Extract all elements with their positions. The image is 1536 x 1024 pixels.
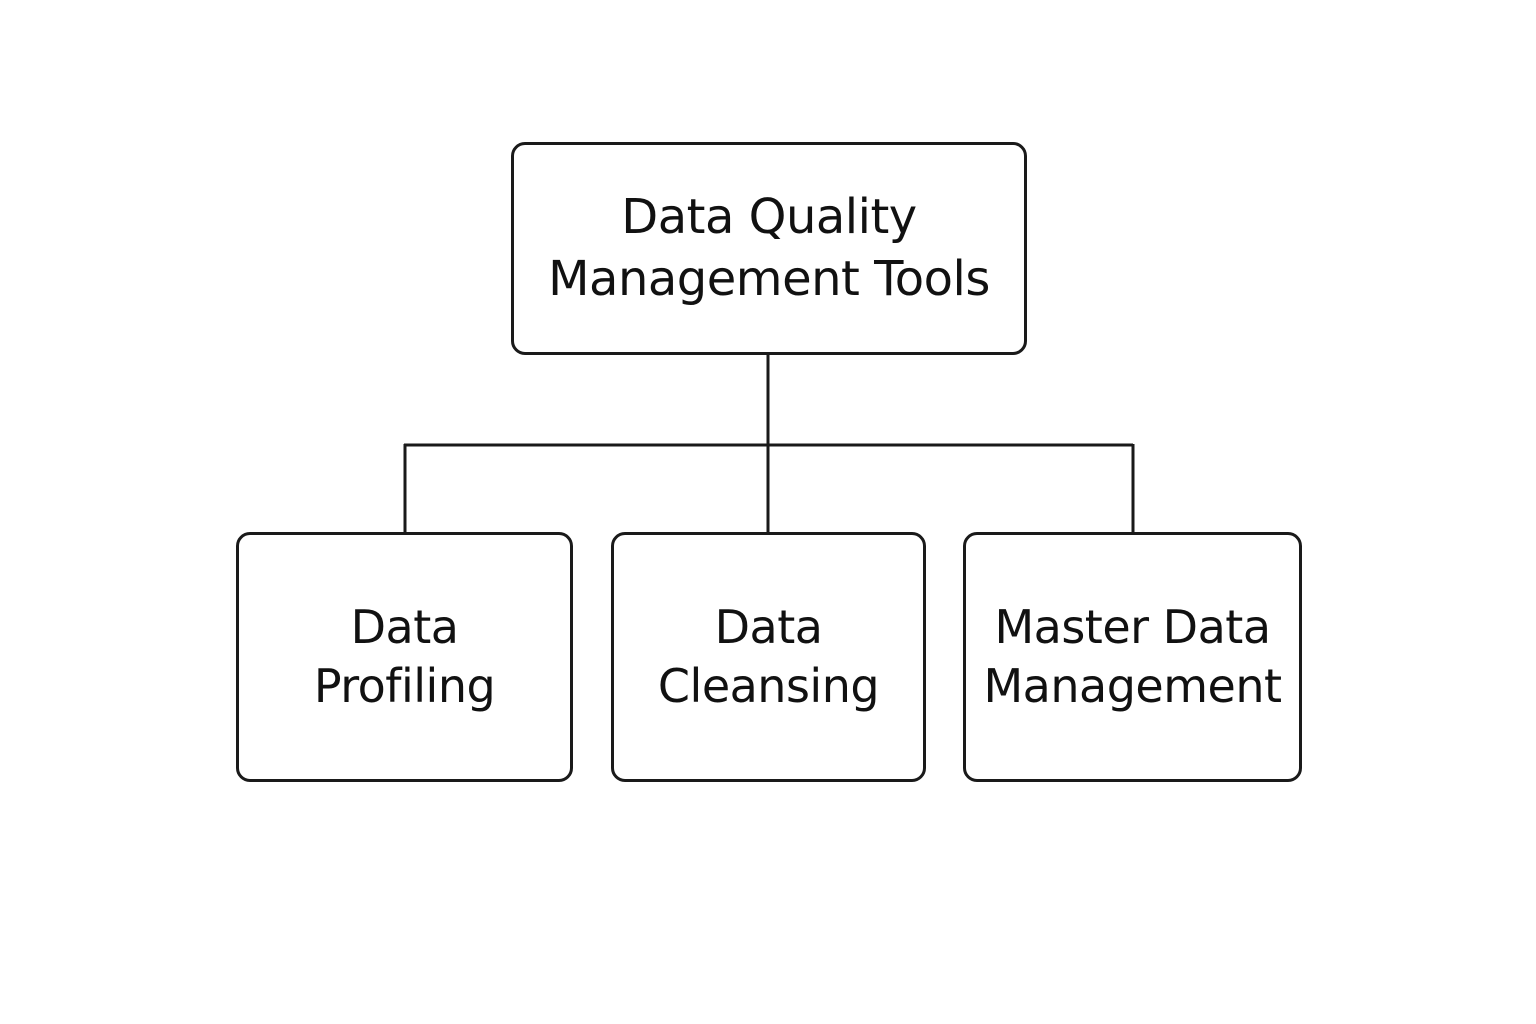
root-node-label: Data Quality Management Tools [548,189,990,307]
child-node-data-profiling: Data Profiling [236,532,573,782]
child-node-label-data-cleansing: Data Cleansing [657,600,880,713]
child-node-label-master-data-management: Master Data Management [983,600,1282,713]
child-node-label-data-profiling: Data Profiling [313,600,496,713]
child-node-data-cleansing: Data Cleansing [611,532,926,782]
child-node-master-data-management: Master Data Management [963,532,1302,782]
root-node-data-quality-management-tools: Data Quality Management Tools [511,142,1027,355]
